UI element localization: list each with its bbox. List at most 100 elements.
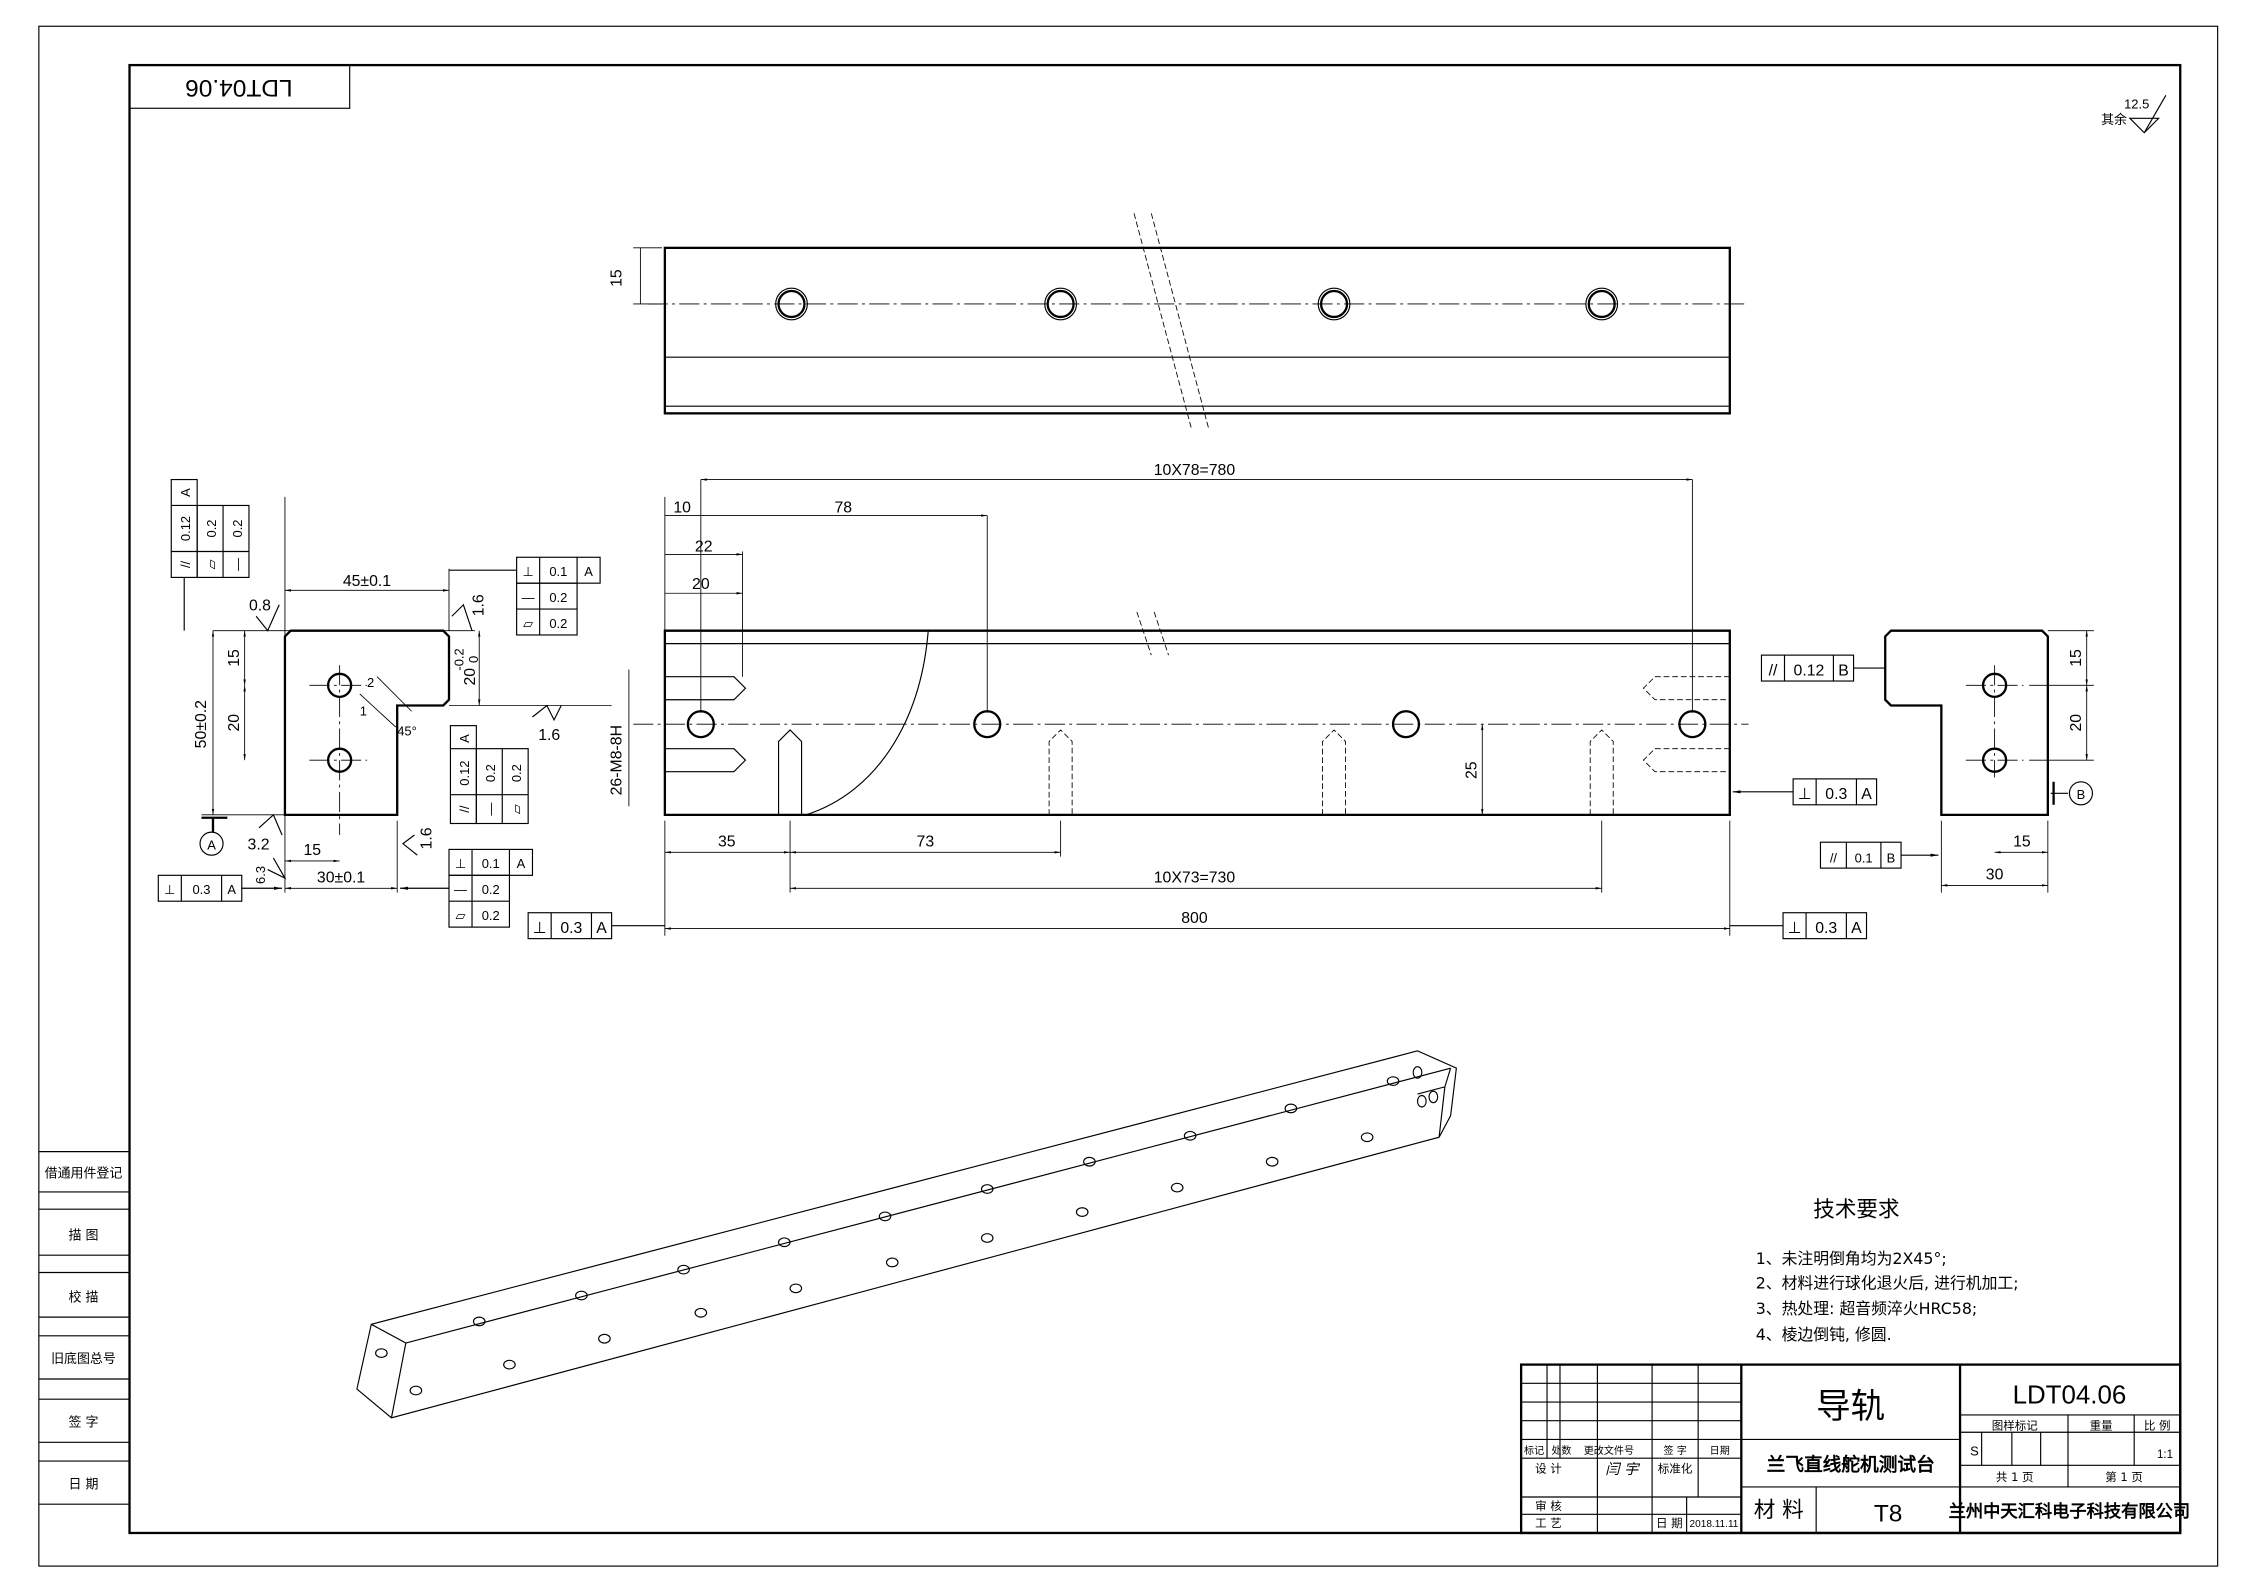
left-view-dim-chamfer-1: 1 xyxy=(360,704,367,719)
gdt-left-bottom-right: ⊥ 0.1 A — 0.2 ▱ 0.2 xyxy=(400,848,534,928)
gdt-left-top: // 0.12 A ▱ 0.2 — 0.2 xyxy=(170,478,250,631)
tech-req-item: 4、棱边倒钝, 修圆. xyxy=(1756,1325,1892,1344)
title-block-weight-label: 重量 xyxy=(2090,1418,2113,1432)
title-block-rev-headers-4: 日期 xyxy=(1710,1445,1730,1457)
front-view-gdt-par-b-tol: 0.12 xyxy=(1794,662,1825,679)
dim-pitch-bottom: 10X73=730 xyxy=(1154,870,1236,887)
dim-73: 73 xyxy=(917,834,935,851)
title-block-date: 2018.11.11 xyxy=(1690,1519,1739,1530)
left-view-dim-bottom-15: 15 xyxy=(303,842,321,859)
front-view-gdt-perp-right-sym: ⊥ xyxy=(1788,920,1802,937)
project-name: 兰飞直线舵机测试台 xyxy=(1767,1454,1935,1476)
sidebar-item-borrow: 借通用件登记 xyxy=(45,1167,123,1182)
left-view-gdt-mid-0-datum: A xyxy=(457,734,472,743)
left-view-gdt-mid-1-sym: — xyxy=(483,803,498,816)
title-block-design-label: 设 计 xyxy=(1535,1462,1562,1476)
dim-10: 10 xyxy=(673,500,691,517)
front-view-gdt-perp-left-tol: 0.3 xyxy=(560,920,582,937)
left-view-gdt-top-left-0-datum: A xyxy=(178,488,193,497)
title-block: 标记 处数 更改文件号 签 字 日期 设 计 闫 宇 标准化 审 核 工 艺 日… xyxy=(1519,1363,2191,1535)
left-view-gdt-top-right-2-sym: ▱ xyxy=(523,616,533,631)
front-view-gdt-par-b-datum: B xyxy=(1838,662,1849,679)
left-view-dim-20: 20 xyxy=(226,714,243,732)
sidebar-register: 借通用件登记 描 图 校 描 旧底图总号 签 字 日 期 xyxy=(38,1151,130,1505)
front-view-gdt-perp-left-sym: ⊥ xyxy=(533,920,547,937)
dim-25: 25 xyxy=(1464,761,1481,779)
left-view-gdt-mid-0-tol: 0.12 xyxy=(457,761,472,786)
left-view-gdt-mid-0-sym: // xyxy=(457,805,472,813)
left-view-gdt-top-left-2-sym: — xyxy=(230,558,245,571)
gdt-left-top-right: ⊥ 0.1 A — 0.2 ▱ 0.2 xyxy=(449,556,601,636)
front-view-gdt-perp-left-datum: A xyxy=(596,920,607,937)
dim-pitch-top: 10X78=780 xyxy=(1154,462,1236,479)
title-block-date-label: 日 期 xyxy=(1656,1516,1683,1530)
sidebar-item-old-no: 旧底图总号 xyxy=(51,1351,116,1367)
gdt-left-mid: // 0.12 A — 0.2 ▱ 0.2 xyxy=(449,725,529,825)
dim-22: 22 xyxy=(695,539,713,556)
left-view-gdt-top-left-1-tol: 0.2 xyxy=(204,519,219,537)
inner-frame xyxy=(128,63,2182,1535)
left-view-dim-height: 50±0.2 xyxy=(193,700,210,748)
gdt-right-parallel: // 0.1 B xyxy=(1819,841,1939,869)
left-view-dim-notch-tol-upper: -0.2 xyxy=(451,648,466,670)
left-view-dim-notch-tol-lower: 0 xyxy=(466,656,481,663)
title-block-mark-label: 图样标记 xyxy=(1992,1418,2038,1432)
left-view-dim-chamfer-2: 2 xyxy=(367,675,374,690)
right-view-dim-20: 20 xyxy=(2068,714,2085,732)
title-block-rev-headers-0: 标记 xyxy=(1524,1445,1544,1457)
left-view-gdt-mid-2-sym: ▱ xyxy=(509,804,524,814)
material-value: T8 xyxy=(1874,1500,1903,1527)
title-block-sheet-no: 第 1 页 xyxy=(2105,1470,2143,1484)
left-view-gdt-top-right-0-tol: 0.1 xyxy=(549,564,567,579)
left-section-view: 45±0.1 50±0.2 15 20 20 -0.2 0 15 30±0.1 … xyxy=(157,478,612,928)
left-view-gdt-bottom-left-sym: ⊥ xyxy=(164,882,175,897)
left-view-gdt-bottom-right-2-tol: 0.2 xyxy=(482,908,500,923)
right-view-dim-15: 15 xyxy=(2068,649,2085,667)
title-block-material-label: 材 料 xyxy=(1754,1498,1804,1523)
top-view-dim-15: 15 xyxy=(609,269,626,287)
sidebar-item-sign: 签 字 xyxy=(68,1414,98,1430)
left-view-gdt-bottom-right-0-tol: 0.1 xyxy=(482,856,500,871)
roughness-symbols: 0.8 1.6 1.6 3.2 6.3 1.6 xyxy=(248,594,562,884)
drawing-number: LDT04.06 xyxy=(2013,1381,2127,1409)
front-view-gdt-par-b-sym: // xyxy=(1769,662,1778,679)
dim-78: 78 xyxy=(835,500,853,517)
left-view-gdt-top-left-0-tol: 0.12 xyxy=(178,516,193,541)
title-block-rev-headers-2: 更改文件号 xyxy=(1584,1444,1634,1457)
right-view-dim-bottom-30: 30 xyxy=(1986,867,2004,884)
left-view-rough-16c: 1.6 xyxy=(419,827,436,849)
right-view-dim-bottom-15: 15 xyxy=(2013,834,2031,851)
left-view-gdt-mid-2-tol: 0.2 xyxy=(509,764,524,782)
left-view-angle: 45° xyxy=(397,724,417,739)
left-view-gdt-top-left-2-tol: 0.2 xyxy=(230,519,245,537)
title-block-standard-label: 标准化 xyxy=(1658,1462,1693,1476)
right-view-gdt-par-datum: B xyxy=(1887,850,1896,865)
front-view-gdt-perp-side-tol: 0.3 xyxy=(1825,786,1847,803)
left-view-dim-15: 15 xyxy=(226,649,243,667)
left-view-rough-16b: 1.6 xyxy=(538,727,560,744)
left-view-gdt-top-left-1-sym: ▱ xyxy=(204,559,219,569)
front-view: 10X78=780 10 78 22 20 35 73 10X73=730 80… xyxy=(527,462,1886,940)
gdt-left-bottom-left: ⊥ 0.3 A xyxy=(157,874,283,902)
left-view-rough-63: 6.3 xyxy=(253,866,268,884)
left-view-gdt-top-right-1-sym: — xyxy=(522,590,535,605)
dim-35: 35 xyxy=(718,834,736,851)
left-view-dim-width: 45±0.1 xyxy=(343,573,391,590)
company-name: 兰州中天汇科电子科技有限公司 xyxy=(1949,1501,2191,1522)
isometric-view xyxy=(356,1050,1457,1419)
title-block-mark: S xyxy=(1970,1443,1979,1458)
part-name: 导轨 xyxy=(1816,1387,1885,1427)
tech-req-item: 1、未注明倒角均为2X45°; xyxy=(1756,1249,1947,1268)
tech-req-item: 3、热处理: 超音频淬火HRC58; xyxy=(1756,1299,1978,1318)
gdt-parallel-b: // 0.12 B xyxy=(1760,654,1886,682)
left-view-gdt-bottom-right-0-datum: A xyxy=(517,856,526,871)
roughness-note: 12.5 其余 xyxy=(2101,95,2167,134)
left-view-datum: A xyxy=(207,837,216,852)
gdt-perp-right: ⊥ 0.3 A xyxy=(1729,912,1868,940)
reversed-code-box: LDT04.06 xyxy=(128,64,351,109)
right-view-datum: B xyxy=(2077,787,2086,802)
left-view-gdt-bottom-right-1-tol: 0.2 xyxy=(482,882,500,897)
title-block-process-label: 工 艺 xyxy=(1535,1516,1562,1530)
title-block-review-label: 审 核 xyxy=(1535,1499,1562,1513)
